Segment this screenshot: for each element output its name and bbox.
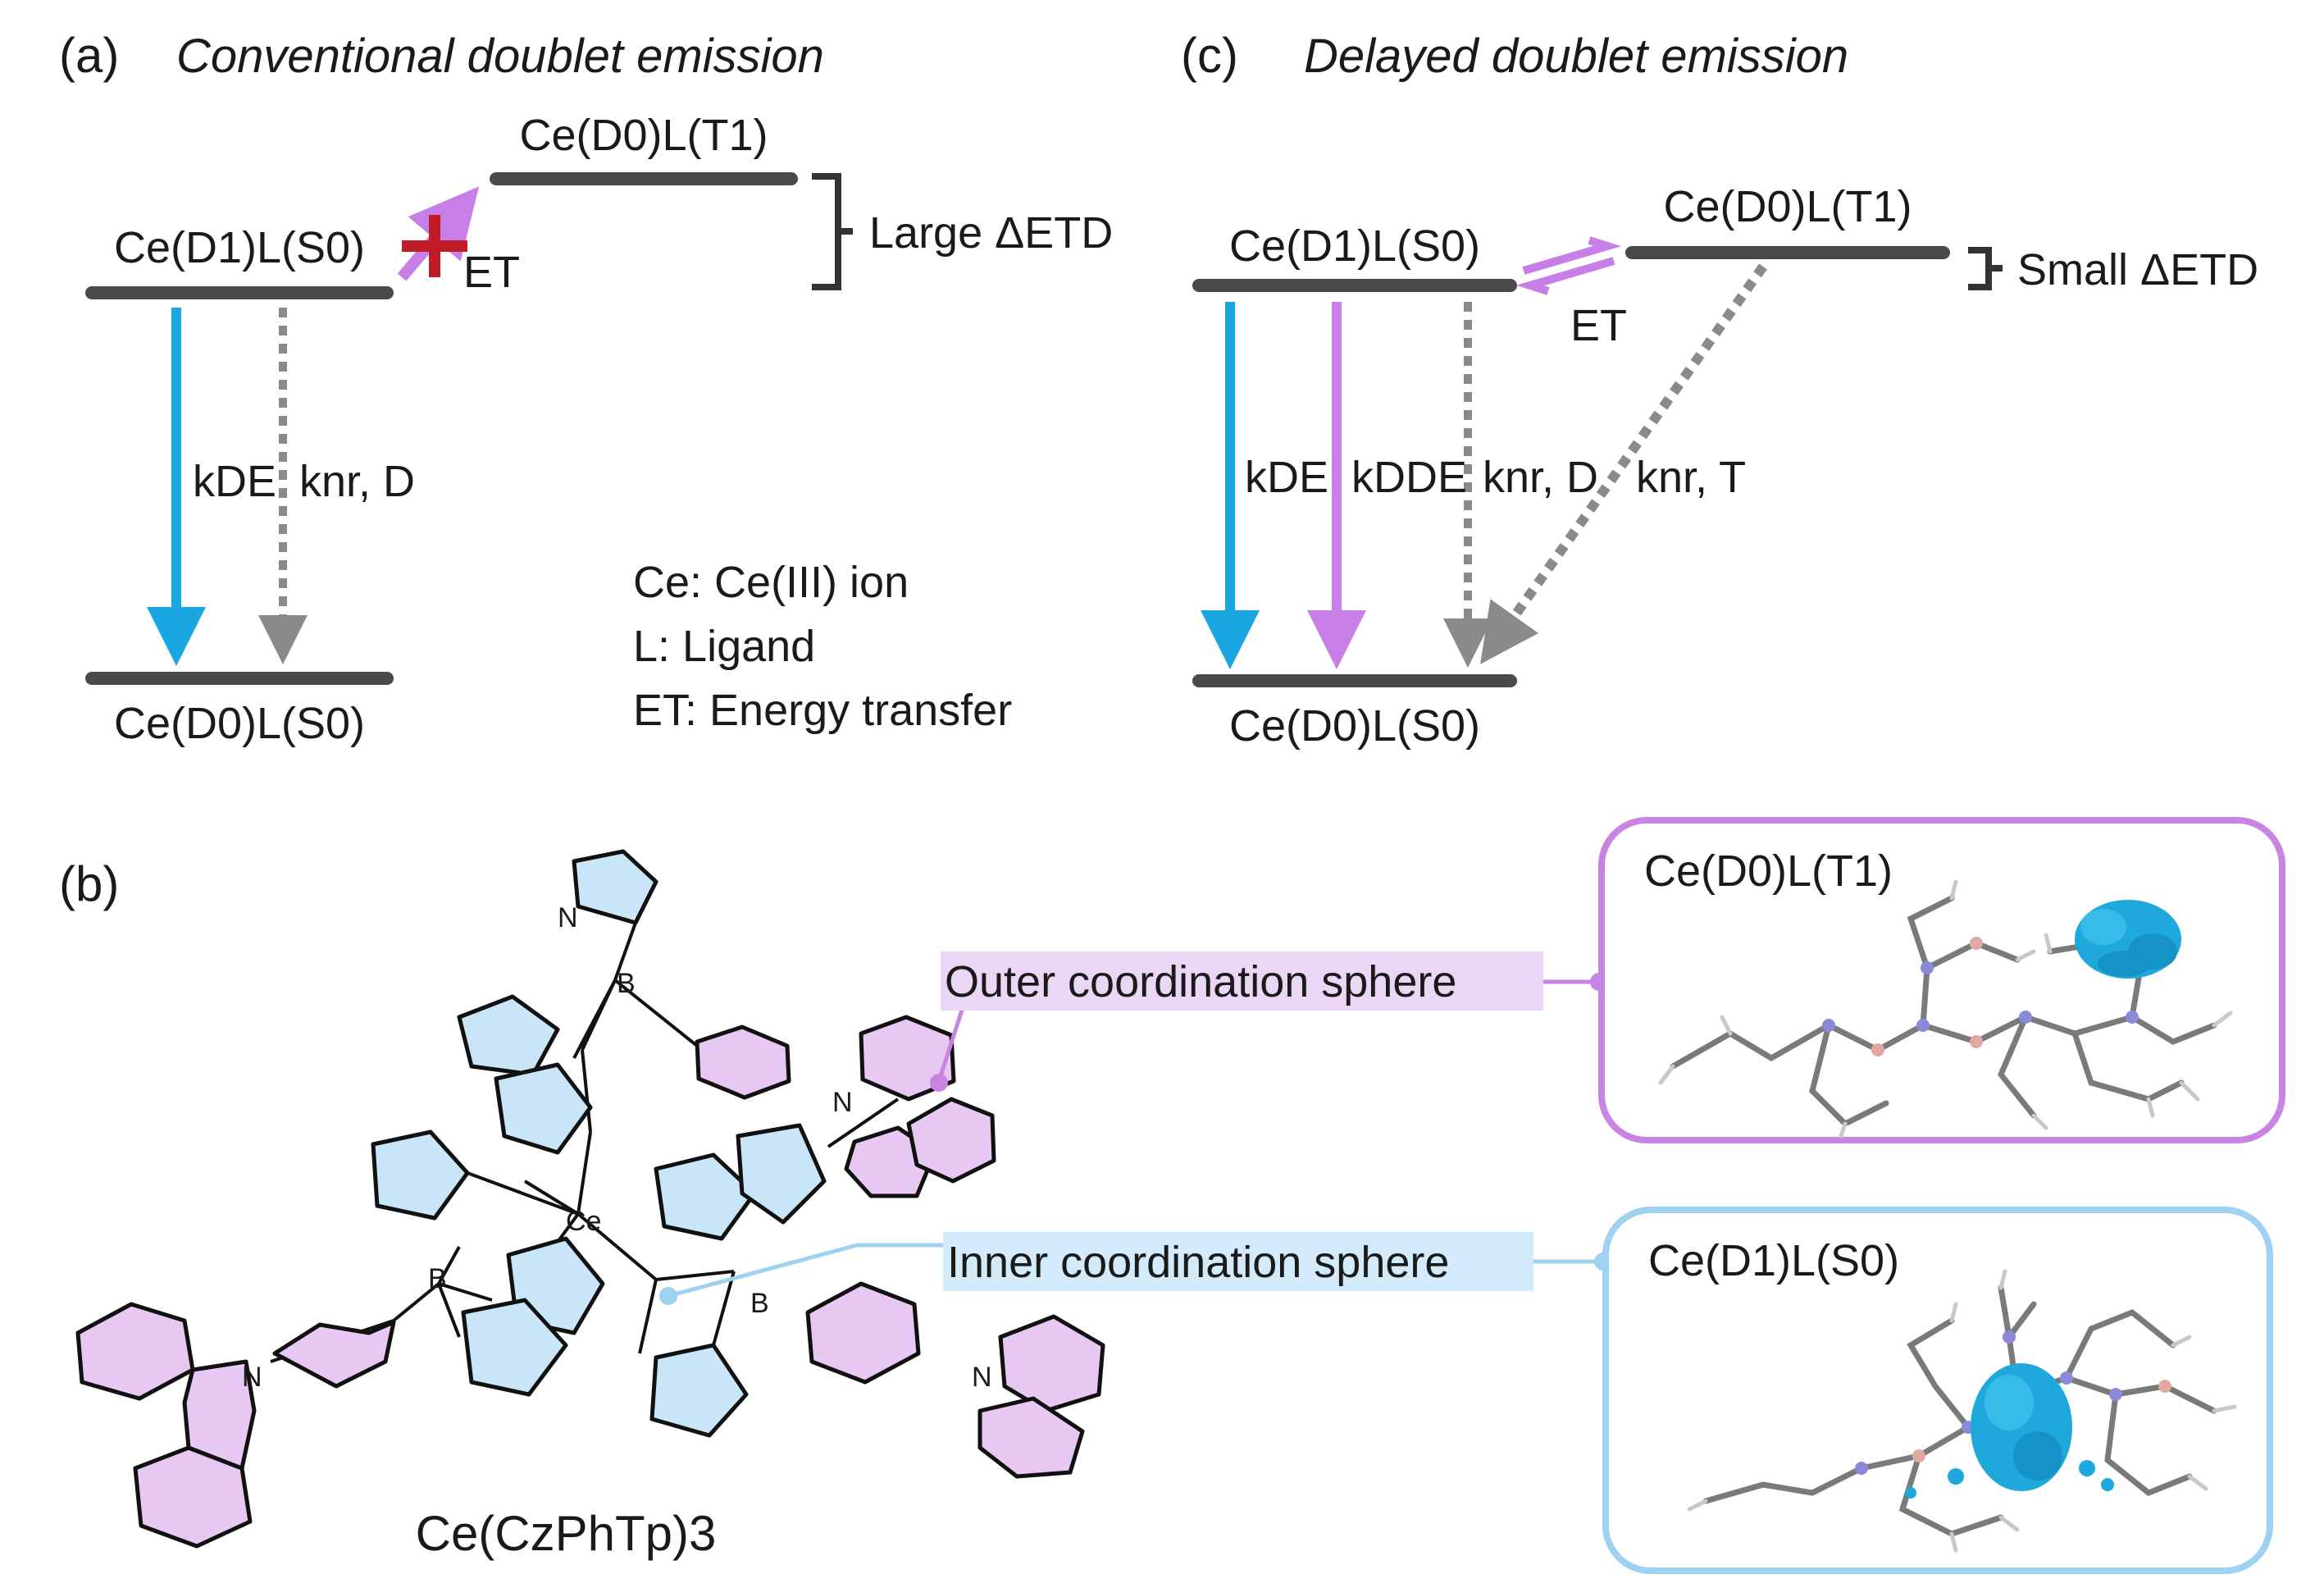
boron-atoms <box>1871 937 1983 1056</box>
pyrazole-ring <box>457 994 560 1077</box>
outer-label: Outer coordination sphere <box>945 957 1456 1006</box>
a-excited-label: Ce(D1)L(S0) <box>114 223 365 272</box>
nitrogen-atom: N <box>558 902 578 933</box>
inner-callout-line <box>668 1243 858 1298</box>
a-et-label: ET <box>463 248 520 297</box>
carbazole-group <box>844 1015 996 1198</box>
inner-label-box <box>943 1232 1533 1291</box>
inner-callout-dot <box>659 1287 677 1305</box>
inner-label: Inner coordination sphere <box>947 1238 1449 1287</box>
a-kde-label: kDE <box>193 457 276 506</box>
c-et-label: ET <box>1570 301 1627 350</box>
c-excited-label: Ce(D1)L(S0) <box>1229 221 1480 271</box>
legend-ligand: L: Ligand <box>633 622 815 671</box>
phenyl-ring <box>805 1281 921 1385</box>
panel-a-title: Conventional doublet emission <box>176 30 824 83</box>
nitrogen-atom: N <box>242 1362 262 1393</box>
a-gap-bracket <box>812 173 853 290</box>
spin-density-blob <box>2075 900 2181 979</box>
c-ground-label: Ce(D0)L(S0) <box>1229 701 1480 751</box>
c-gap-bracket <box>1968 247 2003 290</box>
pyrazole-ring <box>654 1152 757 1241</box>
c-kde-label: kDE <box>1245 453 1328 502</box>
panel-a: (a) Conventional doublet emission Ce(D0)… <box>59 28 1113 748</box>
panel-c-title: Delayed doublet emission <box>1304 30 1848 83</box>
c-knrt-label: knr, T <box>1636 453 1746 502</box>
ce-atom: Ce <box>566 1206 601 1237</box>
pyrazole-ring <box>371 1129 470 1221</box>
outer-state-label: Ce(D0)L(T1) <box>1644 846 1893 896</box>
c-knrd-label: knr, D <box>1483 453 1598 502</box>
c-et-equilibrium-arrows <box>1515 236 1622 295</box>
panel-c-letter: (c) <box>1181 28 1238 83</box>
a-knrd-label: knr, D <box>299 457 415 506</box>
pyrazole-ring <box>572 849 658 925</box>
boron-atom: B <box>617 968 636 999</box>
inner-sphere-render: Ce(D1)L(S0) <box>1602 1207 2273 1574</box>
molecule-model <box>1658 879 2233 1139</box>
c-triplet-label: Ce(D0)L(T1) <box>1663 182 1912 231</box>
a-ground-label: Ce(D0)L(S0) <box>114 699 365 748</box>
panel-b: (b) <box>59 817 2285 1574</box>
spin-density-blob <box>1905 1363 2114 1499</box>
legend: Ce: Ce(III) ion L: Ligand ET: Energy tra… <box>633 558 1012 735</box>
pyrazole-ring <box>649 1343 749 1438</box>
blocked-cross-icon <box>402 215 467 277</box>
pyrazole-ring <box>494 1062 593 1155</box>
panel-b-letter: (b) <box>59 856 119 911</box>
panel-c: (c) Delayed doublet emission Ce(D1)L(S0)… <box>1181 28 2258 751</box>
ce-czphtp3-structure: B Ce B B N N N N <box>75 849 1105 1549</box>
nitrogen-atom: N <box>972 1362 992 1393</box>
carbazole-group <box>977 1314 1105 1479</box>
c-gap-label: Small ΔETD <box>2017 245 2258 294</box>
boron-atom: B <box>750 1288 769 1319</box>
phenyl-ring <box>272 1320 396 1389</box>
c-knrt-arrow <box>1480 263 1767 664</box>
pyrazole-ring <box>461 1298 568 1397</box>
panel-a-letter: (a) <box>59 28 119 83</box>
boron-atom: B <box>428 1263 447 1294</box>
a-triplet-label: Ce(D0)L(T1) <box>519 111 768 160</box>
carbazole-group <box>75 1302 257 1549</box>
compound-label: Ce(CzPhTp)3 <box>416 1506 717 1561</box>
outer-label-box <box>941 951 1543 1011</box>
a-gap-label: Large ΔETD <box>869 208 1113 258</box>
legend-ce: Ce: Ce(III) ion <box>633 558 909 607</box>
inner-state-label: Ce(D1)L(S0) <box>1648 1236 1899 1285</box>
outer-callout-dot <box>930 1074 948 1092</box>
pyrazole-ring <box>736 1123 827 1225</box>
outer-sphere-render: Ce(D0)L(T1) <box>1598 817 2285 1143</box>
nitrogen-atoms <box>1822 961 2139 1032</box>
nitrogen-atom: N <box>832 1087 853 1118</box>
c-kdde-label: kDDE <box>1351 453 1467 502</box>
legend-et: ET: Energy transfer <box>633 686 1012 735</box>
phenyl-ring <box>695 1024 791 1100</box>
